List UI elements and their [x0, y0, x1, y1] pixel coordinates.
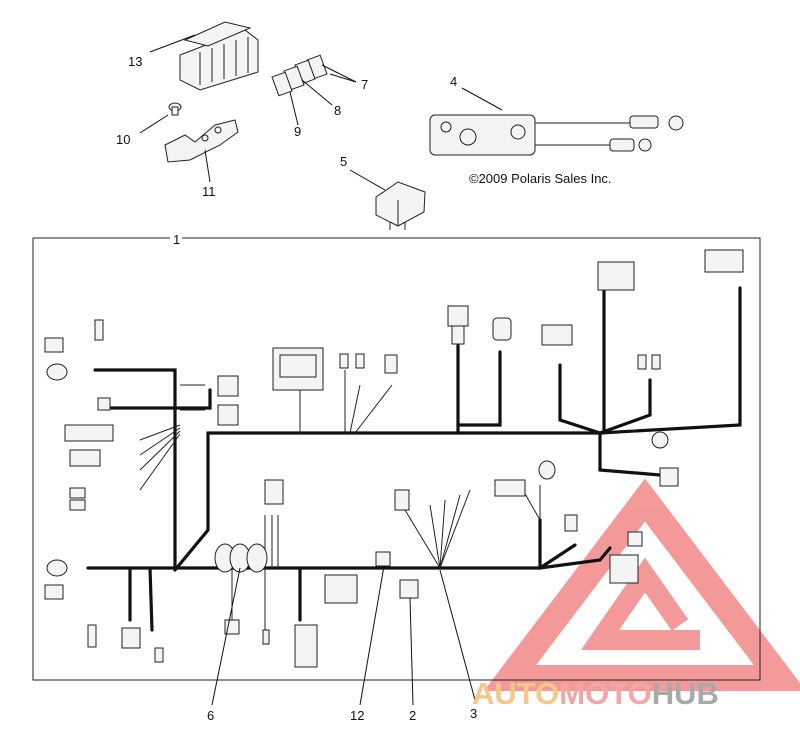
- callout-9: 9: [294, 124, 301, 139]
- watermark-moto: MOTO: [559, 676, 651, 711]
- callout-leaders: [211, 565, 476, 706]
- svg-text:AUTOMOTOHUB: AUTOMOTOHUB: [472, 676, 719, 711]
- callout-10: 10: [116, 132, 130, 147]
- battery-cable-part-4: [429, 114, 684, 156]
- callout-5: 5: [340, 154, 347, 169]
- callout-8: 8: [334, 103, 341, 118]
- harness-connectors: [44, 249, 744, 668]
- callout-6: 6: [207, 708, 214, 723]
- callout-2: 2: [409, 708, 416, 723]
- watermark-logo: [483, 478, 800, 691]
- callout-4: 4: [450, 74, 457, 89]
- callout-labels: 13 7 8 9 10 11 4 5 1 6 12 2 3: [116, 54, 477, 723]
- fuse-block-part-13: [179, 21, 259, 91]
- harness-thin-branches: [139, 370, 541, 630]
- watermark-text: AUTOMOTOHUB: [472, 676, 719, 711]
- fuses-part-7-8-9: [271, 54, 328, 97]
- watermark-hub: HUB: [652, 676, 719, 711]
- rivet-part-10: [168, 102, 182, 116]
- callout-11: 11: [202, 184, 216, 199]
- harness-wires: [86, 286, 742, 632]
- bracket-part-11: [164, 119, 239, 163]
- relay-part-5: [375, 181, 426, 230]
- watermark-triangle: [483, 478, 800, 691]
- copyright-text: ©2009 Polaris Sales Inc.: [469, 171, 612, 186]
- callout-3: 3: [470, 706, 477, 721]
- callout-7: 7: [361, 77, 368, 92]
- callout-1: 1: [173, 232, 180, 247]
- watermark-auto: AUTO: [472, 676, 559, 711]
- watermark-g-shape: [580, 557, 700, 650]
- callout-12: 12: [350, 708, 364, 723]
- harness-frame: [32, 237, 761, 681]
- callout-13: 13: [128, 54, 142, 69]
